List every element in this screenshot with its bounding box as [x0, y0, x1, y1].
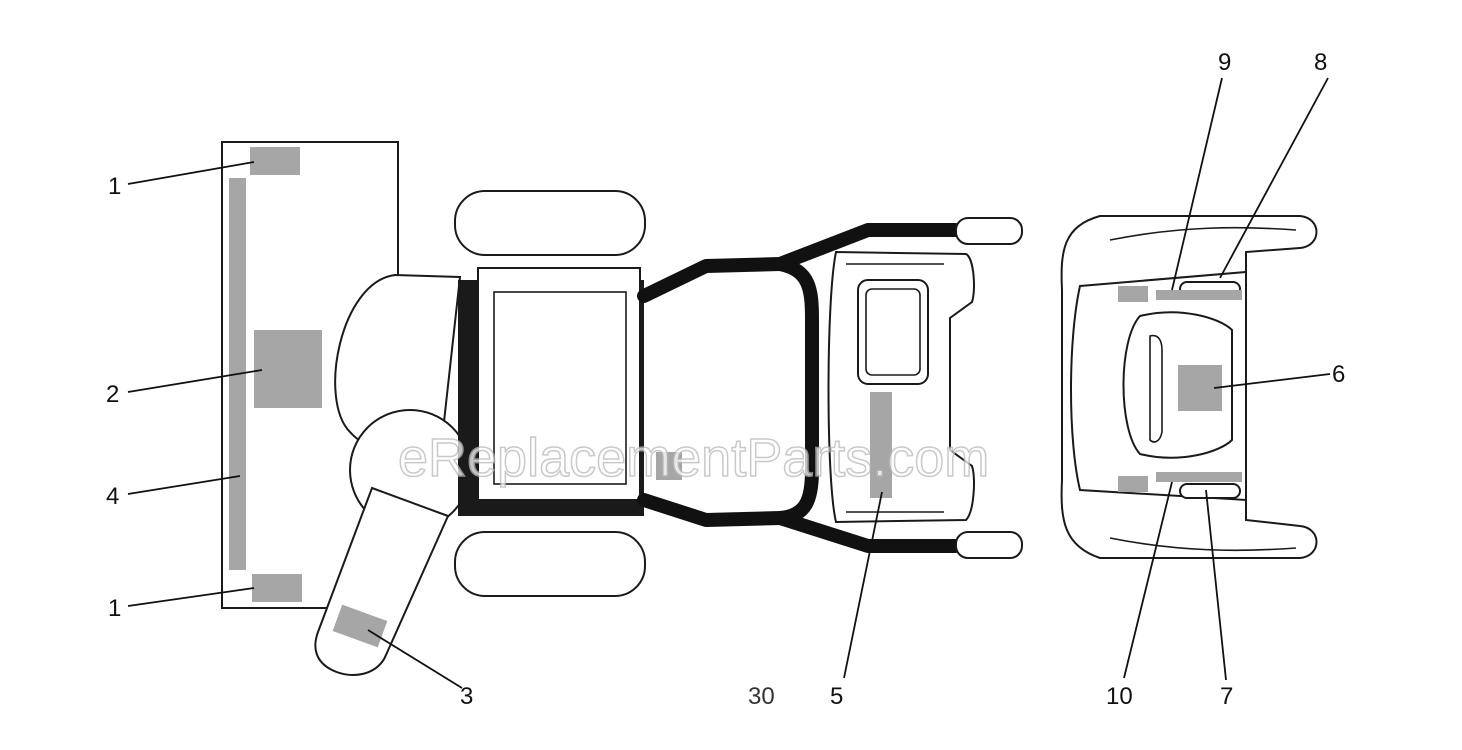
rear-decal-left-top	[1118, 286, 1148, 302]
callout-9: 9	[1218, 49, 1231, 76]
callout-1-top: 1	[108, 173, 121, 200]
decal-1-top	[250, 147, 300, 175]
callout-10: 10	[1106, 683, 1133, 710]
callouts: 1 2 4 1 3 5 6 7 8 9 10 30	[106, 49, 1345, 710]
wheels	[454, 190, 646, 597]
leader-lines	[127, 77, 1331, 689]
callout-6: 6	[1332, 361, 1345, 388]
callout-3: 3	[460, 683, 473, 710]
grip-top	[955, 217, 1023, 245]
panel-window-outer	[857, 279, 929, 385]
decal-1-bottom	[252, 574, 302, 602]
decal-10	[1156, 472, 1242, 482]
rear-handle-bottom	[1179, 483, 1241, 499]
decal-9	[1156, 290, 1242, 300]
engine	[458, 267, 644, 516]
callout-2: 2	[106, 381, 119, 408]
callout-8: 8	[1314, 49, 1327, 76]
grip-bottom	[955, 531, 1023, 559]
wheel-bottom	[454, 531, 646, 597]
small-engine-decal	[656, 452, 682, 480]
callout-7: 7	[1220, 683, 1233, 710]
callout-5: 5	[830, 683, 843, 710]
decal-5	[870, 392, 892, 498]
callout-4: 4	[106, 483, 119, 510]
control-panel	[656, 250, 975, 524]
decal-3	[332, 604, 388, 648]
callout-1-bottom: 1	[108, 595, 121, 622]
wheel-top	[454, 190, 646, 256]
figure-number: 30	[748, 683, 775, 710]
watermark-text: eReplacementParts.com	[398, 428, 989, 488]
handle-frame	[637, 217, 1023, 559]
discharge-chute	[314, 409, 471, 676]
rear-decal-left-bottom	[1118, 476, 1148, 492]
decal-2	[254, 330, 322, 408]
rear-view	[1060, 215, 1318, 559]
